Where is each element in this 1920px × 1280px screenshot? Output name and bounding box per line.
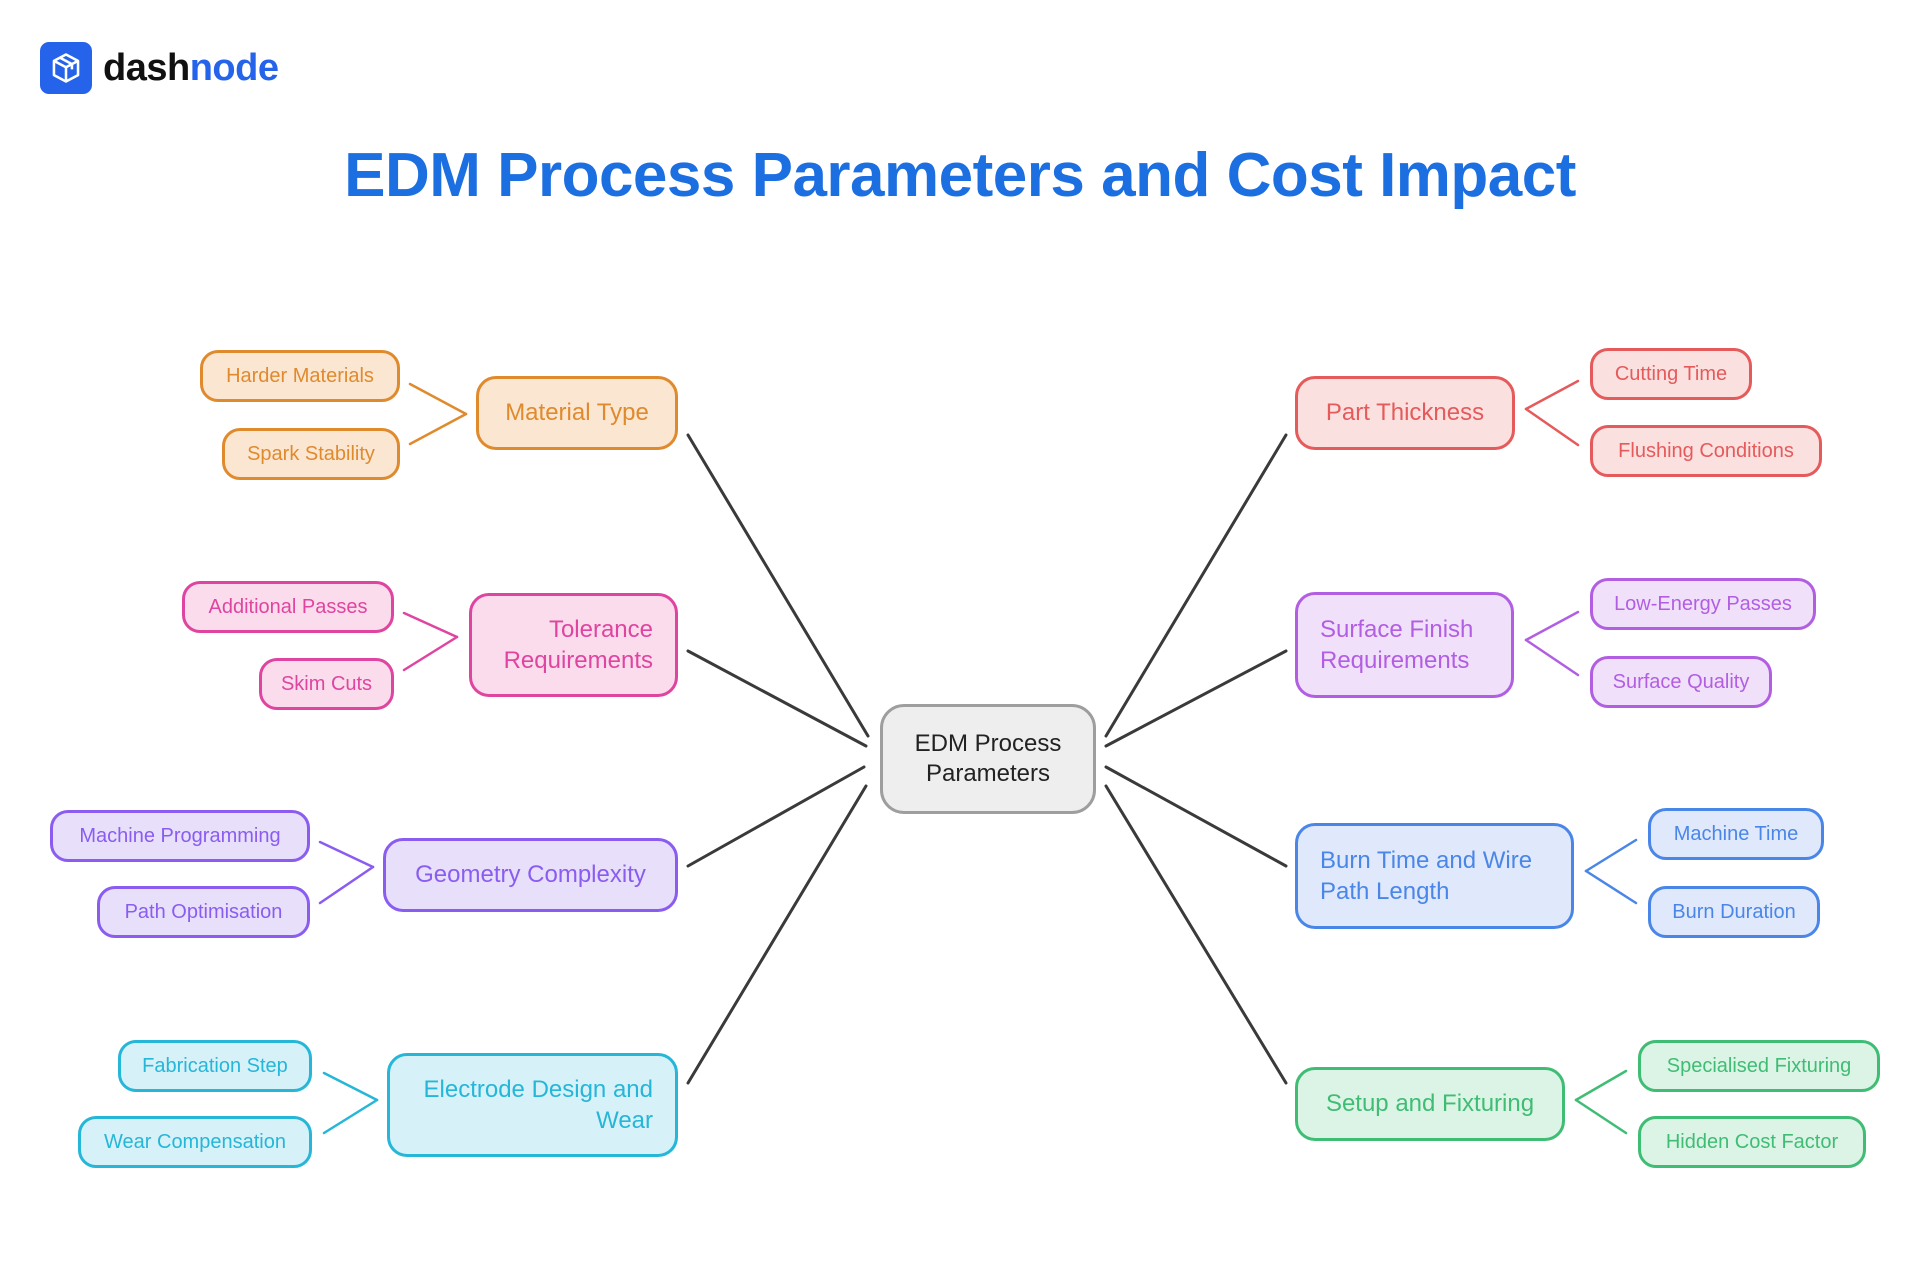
connector-center-burn-time-and-wire-path-length — [1104, 765, 1288, 868]
leaf-node-label: Fabrication Step — [142, 1055, 288, 1077]
connector-tolerance-requirements-leaf-1 — [402, 611, 459, 639]
branch-node-label: Electrode Design and Wear — [423, 1075, 653, 1134]
connector-surface-finish-requirements-leaf-2 — [1524, 638, 1580, 677]
leaf-node-flushing-conditions: Flushing Conditions — [1590, 425, 1822, 477]
connector-center-setup-and-fixturing — [1104, 784, 1288, 1085]
leaf-node-label: Wear Compensation — [104, 1131, 286, 1153]
leaf-node-label: Flushing Conditions — [1618, 440, 1794, 462]
brand-name: dashnode — [103, 46, 279, 90]
center-node-label: EDM Process Parameters — [914, 730, 1062, 787]
connector-setup-and-fixturing-leaf-1 — [1574, 1069, 1628, 1102]
branch-node-geometry-complexity: Geometry Complexity — [383, 838, 678, 912]
branch-node-label: Setup and Fixturing — [1325, 1090, 1535, 1118]
leaf-node-label: Hidden Cost Factor — [1665, 1131, 1839, 1153]
leaf-node-label: Path Optimisation — [124, 901, 283, 923]
leaf-node-wear-compensation: Wear Compensation — [78, 1116, 312, 1168]
branch-node-label: Material Type — [505, 399, 649, 427]
leaf-node-harder-materials: Harder Materials — [200, 350, 400, 402]
connector-burn-time-and-wire-path-length-leaf-1 — [1584, 838, 1638, 873]
leaf-node-path-optimisation: Path Optimisation — [97, 886, 310, 938]
leaf-node-label: Specialised Fixturing — [1666, 1055, 1852, 1077]
leaf-node-label: Burn Duration — [1672, 901, 1796, 923]
connector-electrode-design-and-wear-leaf-2 — [322, 1098, 379, 1135]
connector-part-thickness-leaf-1 — [1524, 379, 1580, 411]
leaf-node-cutting-time: Cutting Time — [1590, 348, 1752, 400]
leaf-node-hidden-cost-factor: Hidden Cost Factor — [1638, 1116, 1866, 1168]
branch-node-label: Part Thickness — [1325, 399, 1485, 427]
branch-node-part-thickness: Part Thickness — [1295, 376, 1515, 450]
connector-geometry-complexity-leaf-1 — [318, 840, 375, 869]
branch-node-surface-finish-requirements: Surface Finish Requirements — [1295, 592, 1514, 698]
connector-center-tolerance-requirements — [686, 649, 868, 748]
connector-surface-finish-requirements-leaf-1 — [1524, 610, 1580, 642]
page-title: EDM Process Parameters and Cost Impact — [344, 141, 1576, 210]
branch-node-burn-time-and-wire-path-length: Burn Time and Wire Path Length — [1295, 823, 1574, 929]
connector-center-material-type — [686, 433, 870, 738]
connector-geometry-complexity-leaf-2 — [318, 865, 375, 905]
leaf-node-machine-programming: Machine Programming — [50, 810, 310, 862]
connector-part-thickness-leaf-2 — [1524, 407, 1580, 447]
leaf-node-label: Cutting Time — [1614, 363, 1728, 385]
leaf-node-surface-quality: Surface Quality — [1590, 656, 1772, 708]
brand-name-part2: node — [189, 46, 279, 89]
leaf-node-burn-duration: Burn Duration — [1648, 886, 1820, 938]
leaf-node-fabrication-step: Fabrication Step — [118, 1040, 312, 1092]
branch-node-electrode-design-and-wear: Electrode Design and Wear — [387, 1053, 678, 1157]
leaf-node-label: Machine Time — [1673, 823, 1799, 845]
connector-material-type-leaf-2 — [408, 412, 468, 446]
center-node: EDM Process Parameters — [880, 704, 1096, 814]
leaf-node-skim-cuts: Skim Cuts — [259, 658, 394, 710]
branch-node-label: Geometry Complexity — [415, 861, 646, 889]
connector-material-type-leaf-1 — [408, 382, 468, 416]
connector-center-electrode-design-and-wear — [686, 784, 868, 1085]
connector-center-geometry-complexity — [686, 765, 866, 868]
branch-node-label: Tolerance Requirements — [503, 615, 653, 674]
cube-icon — [40, 42, 92, 94]
leaf-node-label: Additional Passes — [208, 596, 368, 618]
leaf-node-low-energy-passes: Low-Energy Passes — [1590, 578, 1816, 630]
connector-center-part-thickness — [1104, 433, 1288, 738]
branch-node-tolerance-requirements: Tolerance Requirements — [469, 593, 678, 697]
leaf-node-additional-passes: Additional Passes — [182, 581, 394, 633]
connector-electrode-design-and-wear-leaf-1 — [322, 1071, 379, 1102]
connector-burn-time-and-wire-path-length-leaf-2 — [1584, 869, 1638, 905]
leaf-node-label: Surface Quality — [1612, 671, 1750, 693]
connector-center-surface-finish-requirements — [1104, 649, 1288, 748]
leaf-node-specialised-fixturing: Specialised Fixturing — [1638, 1040, 1880, 1092]
branch-node-label: Surface Finish Requirements — [1320, 615, 1474, 674]
leaf-node-label: Low-Energy Passes — [1614, 593, 1792, 615]
connector-setup-and-fixturing-leaf-2 — [1574, 1098, 1628, 1135]
leaf-node-label: Harder Materials — [226, 365, 374, 387]
leaf-node-machine-time: Machine Time — [1648, 808, 1824, 860]
connector-tolerance-requirements-leaf-2 — [402, 635, 459, 672]
brand-name-part1: dash — [103, 46, 190, 89]
branch-node-setup-and-fixturing: Setup and Fixturing — [1295, 1067, 1565, 1141]
leaf-node-label: Spark Stability — [247, 443, 375, 465]
leaf-node-label: Skim Cuts — [280, 673, 373, 695]
leaf-node-spark-stability: Spark Stability — [222, 428, 400, 480]
brand-logo: dashnode — [40, 40, 279, 96]
leaf-node-label: Machine Programming — [79, 825, 281, 847]
branch-node-material-type: Material Type — [476, 376, 678, 450]
branch-node-label: Burn Time and Wire Path Length — [1320, 846, 1533, 905]
